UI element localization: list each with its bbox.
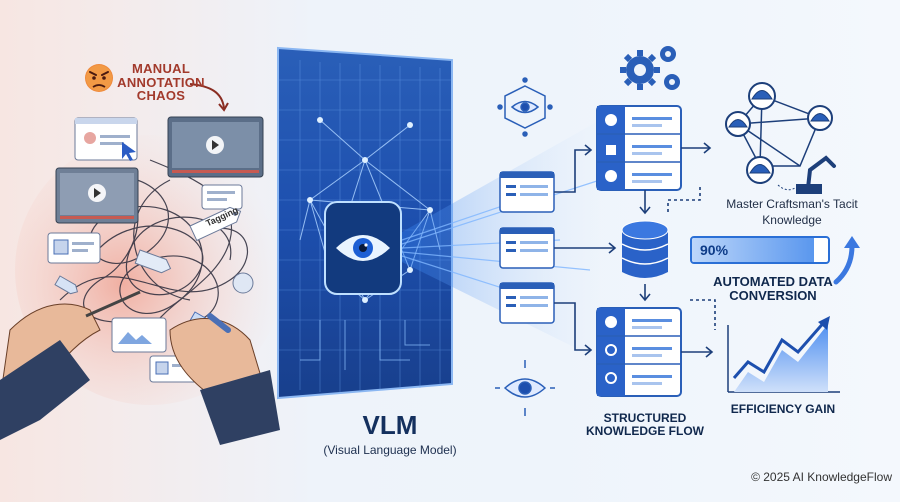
progress-bar (690, 236, 830, 264)
gear-icon (620, 46, 680, 90)
progress-fill (692, 238, 815, 262)
eye-network-icon (497, 77, 553, 137)
flow-arrows (554, 142, 716, 358)
vlm-subtitle: (Visual Language Model) (323, 443, 457, 457)
up-arrow-icon (833, 236, 860, 285)
vlm-panel (277, 46, 453, 400)
chart-icon (727, 316, 840, 393)
robot-arm-icon (796, 155, 836, 194)
eye-icon (495, 360, 555, 416)
automated-conversion-title: AUTOMATED DATA CONVERSION (713, 274, 833, 303)
chaos-title: MANUAL ANNOTATION CHAOS (117, 61, 205, 104)
database-icon (621, 220, 669, 278)
efficiency-gain-title: EFFICIENCY GAIN (730, 402, 836, 416)
copyright: © 2025 AI KnowledgeFlow (751, 470, 892, 484)
vlm-title: VLM (362, 410, 418, 440)
expert-network (725, 82, 836, 194)
chaos-area (0, 64, 285, 445)
hard-hat-icon (725, 82, 833, 184)
input-cards (499, 171, 555, 324)
master-craftsman-text: Master Craftsman's Tacit Knowledge (726, 197, 858, 228)
structured-flow-title: STRUCTURED KNOWLEDGE FLOW (586, 411, 704, 438)
progress-label: 90% (700, 242, 729, 258)
angry-face-icon (85, 64, 113, 92)
vlm-eye-icon (336, 235, 390, 261)
table-bottom (596, 307, 682, 397)
table-top (596, 105, 682, 191)
